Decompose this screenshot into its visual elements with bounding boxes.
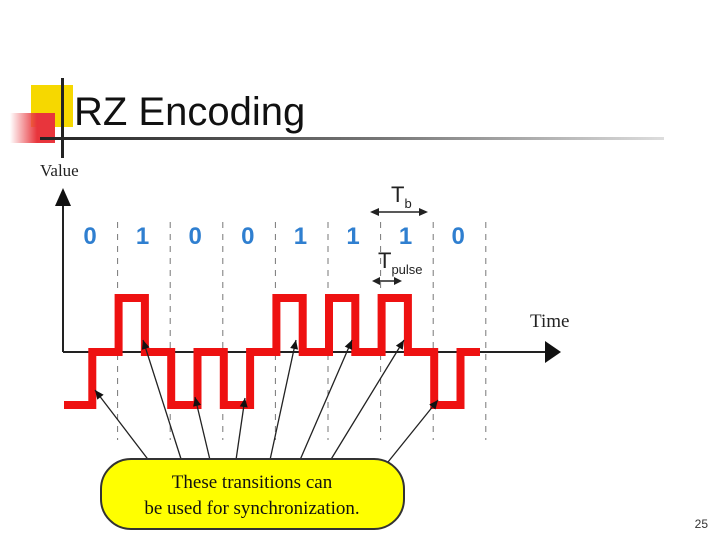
bit-label: 0 [241,223,254,250]
transition-pointer-arrowhead [290,340,299,350]
transition-pointer-arrowhead [193,397,201,407]
bit-label: 0 [189,223,202,250]
transition-pointers [94,339,439,463]
value-axis-label: Value [40,161,79,180]
tb-arrow-left [370,208,379,216]
tb-label-sub: b [404,196,411,211]
rz-signal-waveform [64,294,480,409]
transition-pointer-line [269,339,297,461]
transition-pointer-line [299,339,353,461]
transition-pointer-arrowhead [141,340,150,350]
title-underline [40,137,664,140]
transition-pointer-arrowhead [429,400,438,410]
transition-pointer-line [329,339,405,462]
transition-pointer-line [235,397,246,461]
synchronization-callout-box [100,458,405,530]
callout-line-2: be used for synchronization. [144,498,359,519]
bit-label: 1 [294,223,307,250]
tb-label-main: T [391,182,404,207]
bit-label: 0 [452,223,465,250]
transition-pointer-arrowhead [95,390,104,400]
value-axis-arrowhead [55,188,71,206]
bit-label: 1 [346,223,359,250]
tpulse-label-sub: pulse [391,262,422,277]
transition-pointer-arrowhead [395,340,404,350]
time-axis-arrowhead [545,341,561,363]
bit-label: 1 [136,223,149,250]
transition-pointer-arrowhead [344,340,353,350]
transition-pointer-line [387,399,439,463]
tb-arrow-right [419,208,428,216]
callout-line-1: These transitions can [172,472,333,493]
transition-pointer-arrowhead [239,398,248,408]
page-number: 25 [694,517,708,531]
tpulse-arrow-right [394,277,402,285]
bit-label: 0 [83,223,96,250]
transition-pointer-line [142,339,183,463]
tpulse-label: Tpulse [378,248,423,277]
transition-pointer-line [194,396,211,461]
transition-pointer-line [94,389,151,463]
decor-vertical-line [61,78,64,158]
bit-labels: 0 1 0 0 1 1 1 0 [83,223,465,250]
bit-label: 1 [399,223,412,250]
tb-label: Tb [391,182,412,211]
tpulse-label-main: T [378,248,391,273]
slide-title: RZ Encoding [74,90,306,134]
time-axis-label: Time [530,311,569,332]
tpulse-arrow-left [372,277,380,285]
